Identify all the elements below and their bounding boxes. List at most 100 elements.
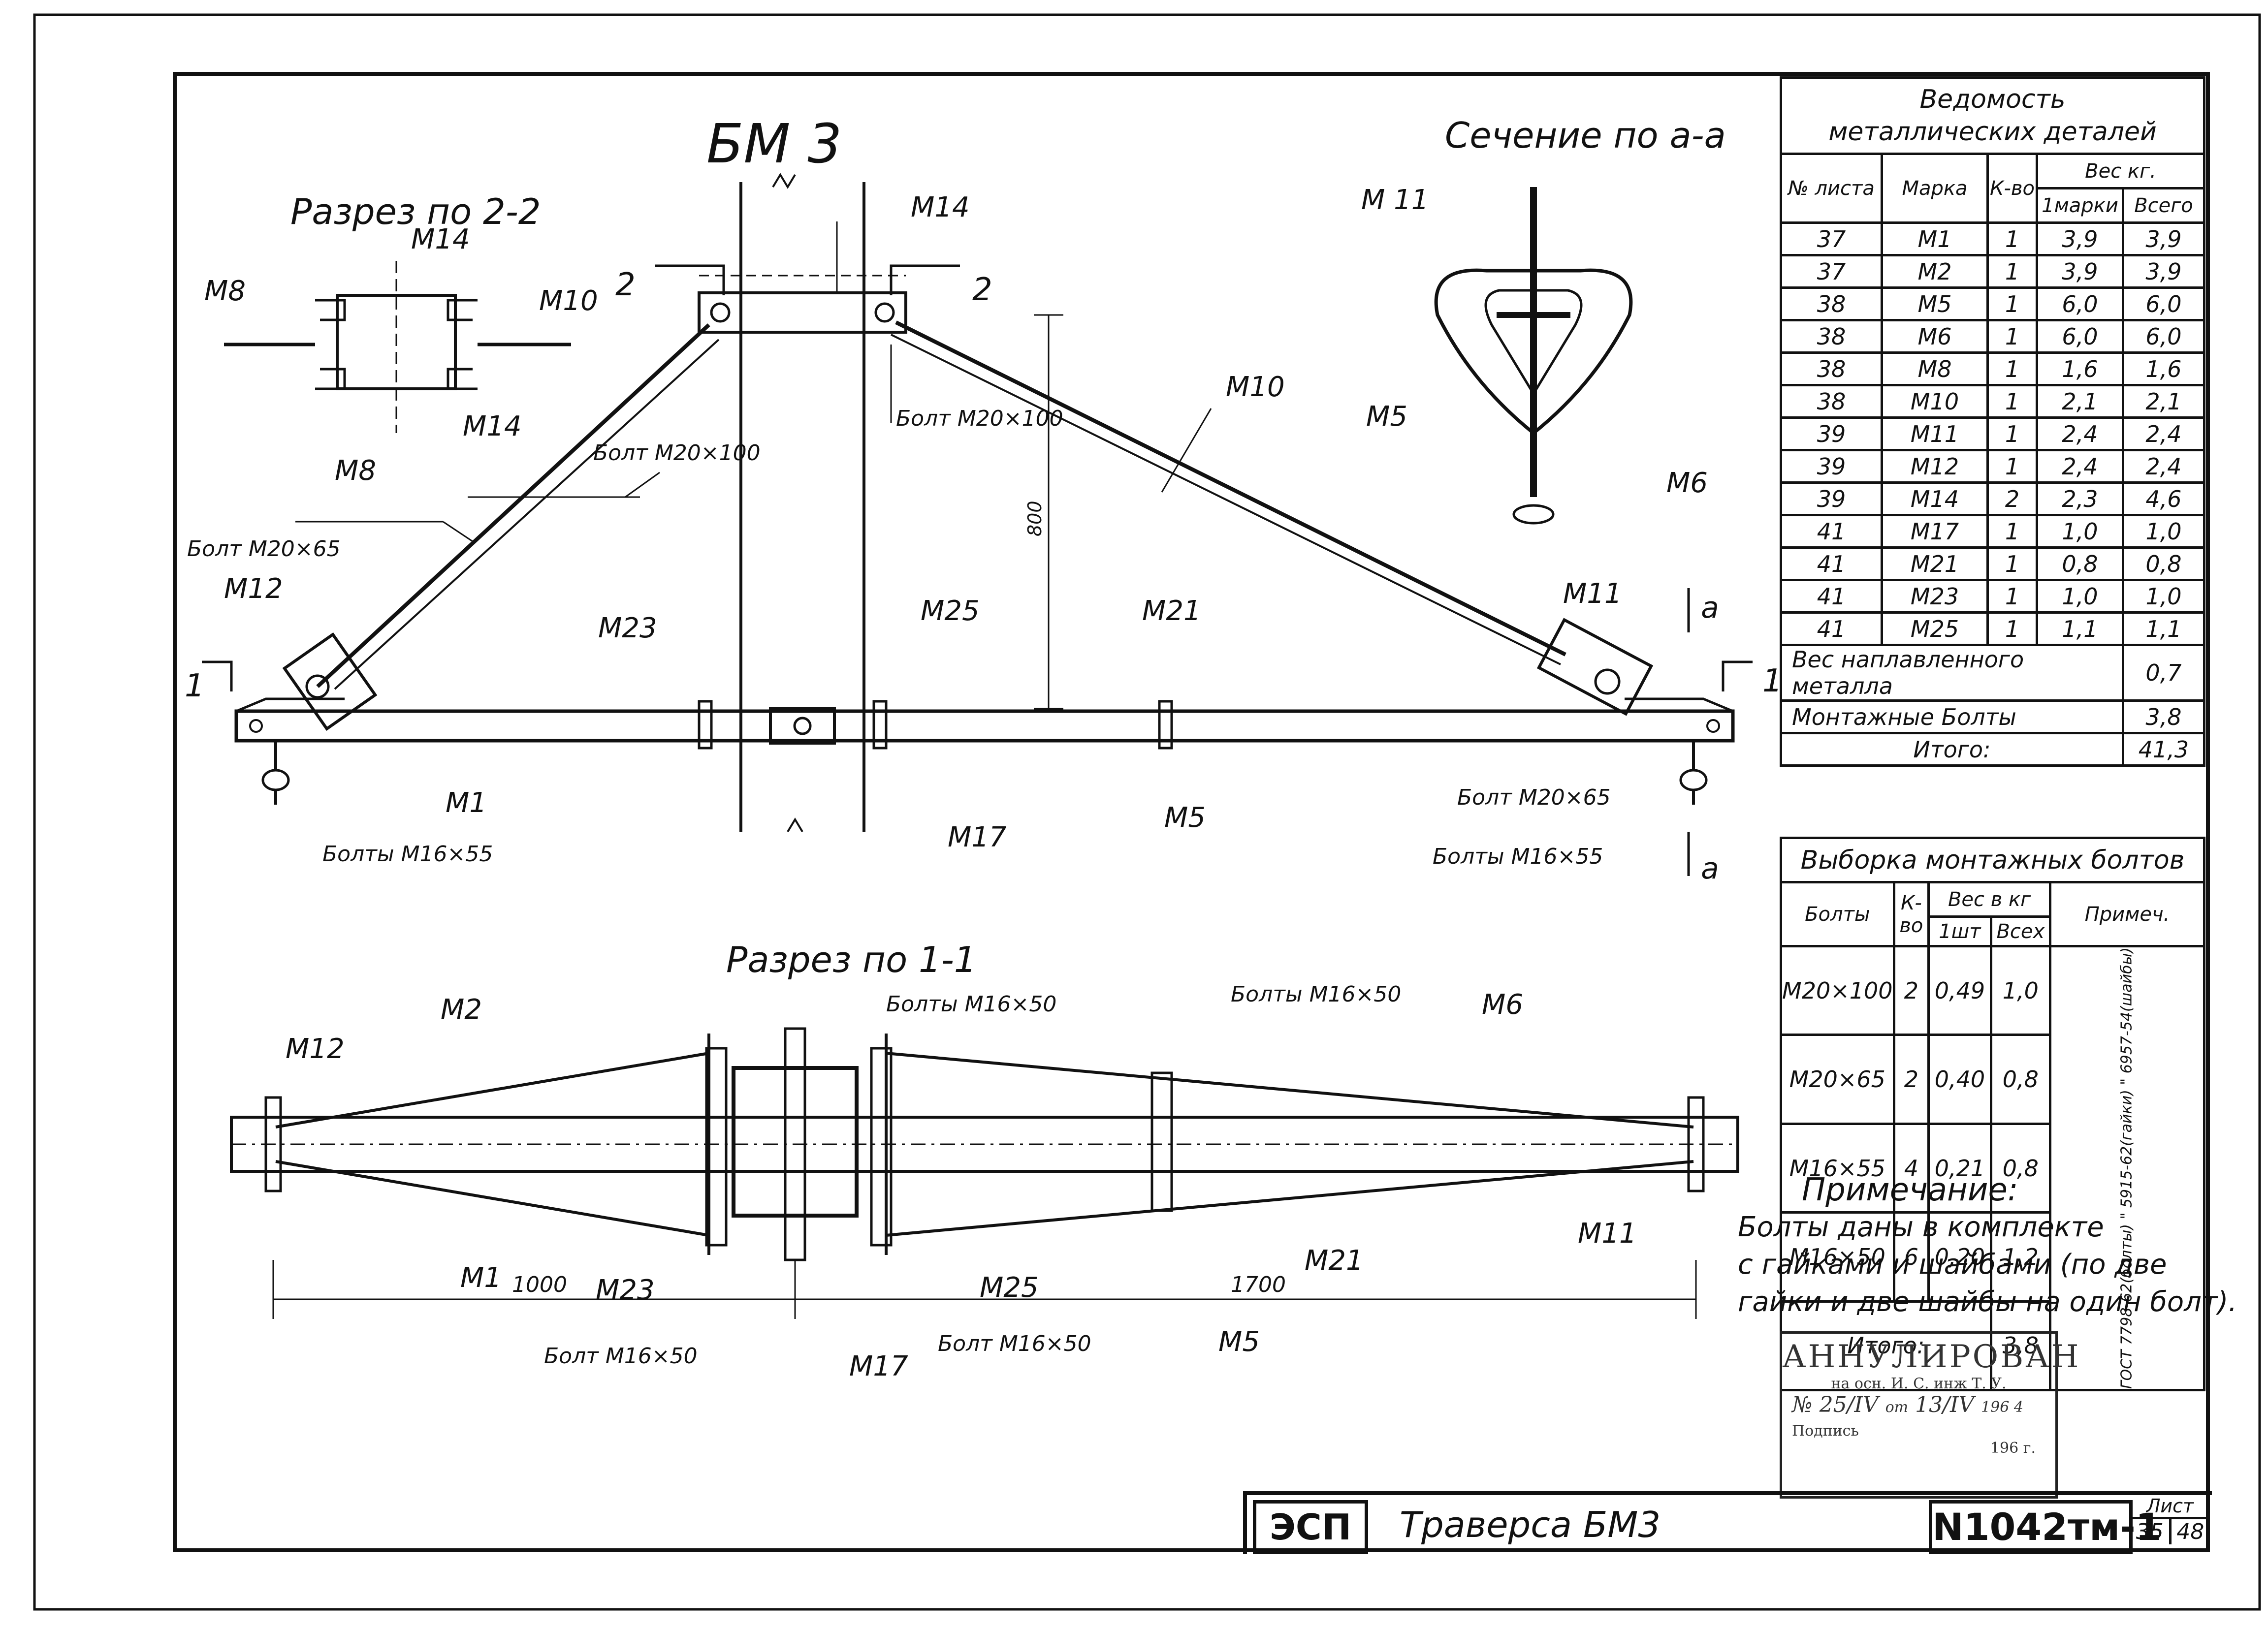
col-sheet: № листа bbox=[1780, 153, 1883, 224]
note-line-1: Болты даны в комплекте bbox=[1738, 1211, 2104, 1243]
stamp-year: 196 4 bbox=[1981, 1399, 2023, 1416]
brace-m10 bbox=[895, 320, 1566, 657]
label-bolts-m16-55-right: Болты М16×55 bbox=[1433, 844, 1603, 869]
plan-label-m17: М17 bbox=[849, 1350, 908, 1382]
dim-1000: 1000 bbox=[512, 1272, 567, 1297]
label-m5: М5 bbox=[1164, 802, 1206, 834]
parts-table-title-1: Ведомость bbox=[1919, 85, 2066, 114]
label-bolt-m20-100-right: Болт М20×100 bbox=[896, 406, 1063, 431]
title-org: ЭСП bbox=[1253, 1500, 1368, 1554]
weld-value: 0,7 bbox=[2122, 644, 2205, 702]
plan-label-bolt-50-b: Болт М16×50 bbox=[938, 1331, 1091, 1356]
sheet-number: 35 bbox=[2131, 1519, 2172, 1544]
bolts-value: 3,8 bbox=[2122, 699, 2205, 734]
inner-border bbox=[173, 72, 2210, 1552]
annulled-stamp: АННУЛИРОВАН на осн. И. С. инж Т. У. № 25… bbox=[1780, 1331, 2081, 1499]
brace-m8 bbox=[316, 323, 710, 688]
label-m11: М11 bbox=[1563, 578, 1622, 610]
plan-label-m5: М5 bbox=[1218, 1326, 1260, 1358]
label-m10-sec: М10 bbox=[539, 285, 598, 317]
plan-label-m1: М1 bbox=[460, 1262, 502, 1294]
section-aa-title: Сечение по а-а bbox=[1445, 115, 1726, 156]
dim-800: 800 bbox=[1024, 501, 1046, 536]
plan-label-m6: М6 bbox=[1482, 989, 1523, 1021]
label-m23: М23 bbox=[598, 612, 657, 644]
title-code: N1042тм-1 bbox=[1929, 1500, 2162, 1554]
plan-label-m12: М12 bbox=[286, 1033, 345, 1065]
cut-1-right: 1 bbox=[1762, 663, 1783, 699]
title-block: ЭСП Траверса БМ3 N1042тм-1 Лист 35 48 bbox=[1243, 1491, 2212, 1554]
bolts-note-gost: ГОСТ 7798-62(болты) " 5915-62(гайки) " 6… bbox=[2050, 946, 2204, 1390]
cut-2-right: 2 bbox=[972, 272, 992, 308]
col-all: Всех bbox=[1989, 915, 2051, 947]
sheet-label: Лист bbox=[2131, 1495, 2209, 1519]
dim-1700: 1700 bbox=[1231, 1272, 1286, 1297]
label-bolt-m20-65-right: Болт М20×65 bbox=[1457, 785, 1611, 810]
stamp-from: от bbox=[1885, 1399, 1909, 1416]
cut-a-bottom: а bbox=[1701, 851, 1719, 886]
plan-label-m23: М23 bbox=[596, 1274, 655, 1306]
plan-label-bolts-50-left: Болты М16×50 bbox=[886, 992, 1056, 1017]
label-m17: М17 bbox=[948, 821, 1007, 853]
col-bolts-qty: К-во bbox=[1892, 881, 1930, 947]
cut-1-left: 1 bbox=[185, 668, 205, 704]
col-note: Примеч. bbox=[2048, 881, 2206, 947]
note-line-3: гайки и две шайбы на один болт). bbox=[1738, 1286, 2237, 1318]
stamp-year-2: 196 г. bbox=[1990, 1440, 2036, 1457]
plan-main-bar bbox=[230, 1116, 1739, 1173]
col-weight-unit: 1марки bbox=[2036, 187, 2124, 224]
label-m1: М1 bbox=[446, 787, 487, 819]
beam-m1 bbox=[234, 709, 1735, 743]
plan-label-bolts-50-right: Болты М16×50 bbox=[1231, 982, 1401, 1007]
col-mark: Марка bbox=[1881, 153, 1989, 224]
col-weight: Вес кг. bbox=[2036, 153, 2205, 189]
stamp-sign-label: Подпись bbox=[1792, 1422, 1859, 1440]
label-sec-aa-m11: М 11 bbox=[1361, 184, 1429, 216]
parts-table: Ведомость металлических деталей № листа … bbox=[1780, 76, 2205, 767]
parts-table-title-2: металлических деталей bbox=[1828, 117, 2157, 147]
stamp-title: АННУЛИРОВАН bbox=[1782, 1339, 2081, 1375]
bolts-total-value: 3,8 bbox=[1989, 1300, 2051, 1392]
plan-label-m21: М21 bbox=[1305, 1245, 1364, 1277]
label-m10-main: М10 bbox=[1226, 371, 1285, 403]
outer-border bbox=[33, 13, 2261, 1611]
section-22-title: Разрез по 2-2 bbox=[290, 191, 541, 232]
col-weight-total: Всего bbox=[2122, 187, 2205, 224]
bolts-label: Монтажные Болты bbox=[1780, 699, 2124, 734]
stamp-num: 25/IV bbox=[1819, 1392, 1879, 1417]
bolts-total-label: Итого: bbox=[1780, 1300, 1992, 1392]
sheet-count: 48 bbox=[2176, 1519, 2204, 1544]
title-name: Траверса БМ3 bbox=[1400, 1504, 1661, 1545]
sheet-info: Лист 35 48 bbox=[2131, 1495, 2209, 1553]
label-m14-bottom: М14 bbox=[463, 410, 522, 442]
col-one: 1шт bbox=[1927, 915, 1992, 947]
stamp-date: 13/IV bbox=[1915, 1392, 1975, 1417]
label-sec-aa-m5: М5 bbox=[1366, 401, 1407, 433]
label-m25: М25 bbox=[921, 595, 980, 627]
label-m21: М21 bbox=[1142, 595, 1201, 627]
top-clamp-m14 bbox=[698, 291, 907, 334]
parts-total-value: 41,3 bbox=[2122, 732, 2205, 767]
plan-label-m11: М11 bbox=[1578, 1218, 1637, 1250]
label-m8-sec: М8 bbox=[204, 275, 246, 307]
note-line-2: с гайками и шайбами (по две bbox=[1738, 1249, 2167, 1281]
plan-label-m2: М2 bbox=[441, 994, 482, 1026]
parts-total-label: Итого: bbox=[1780, 732, 2124, 767]
